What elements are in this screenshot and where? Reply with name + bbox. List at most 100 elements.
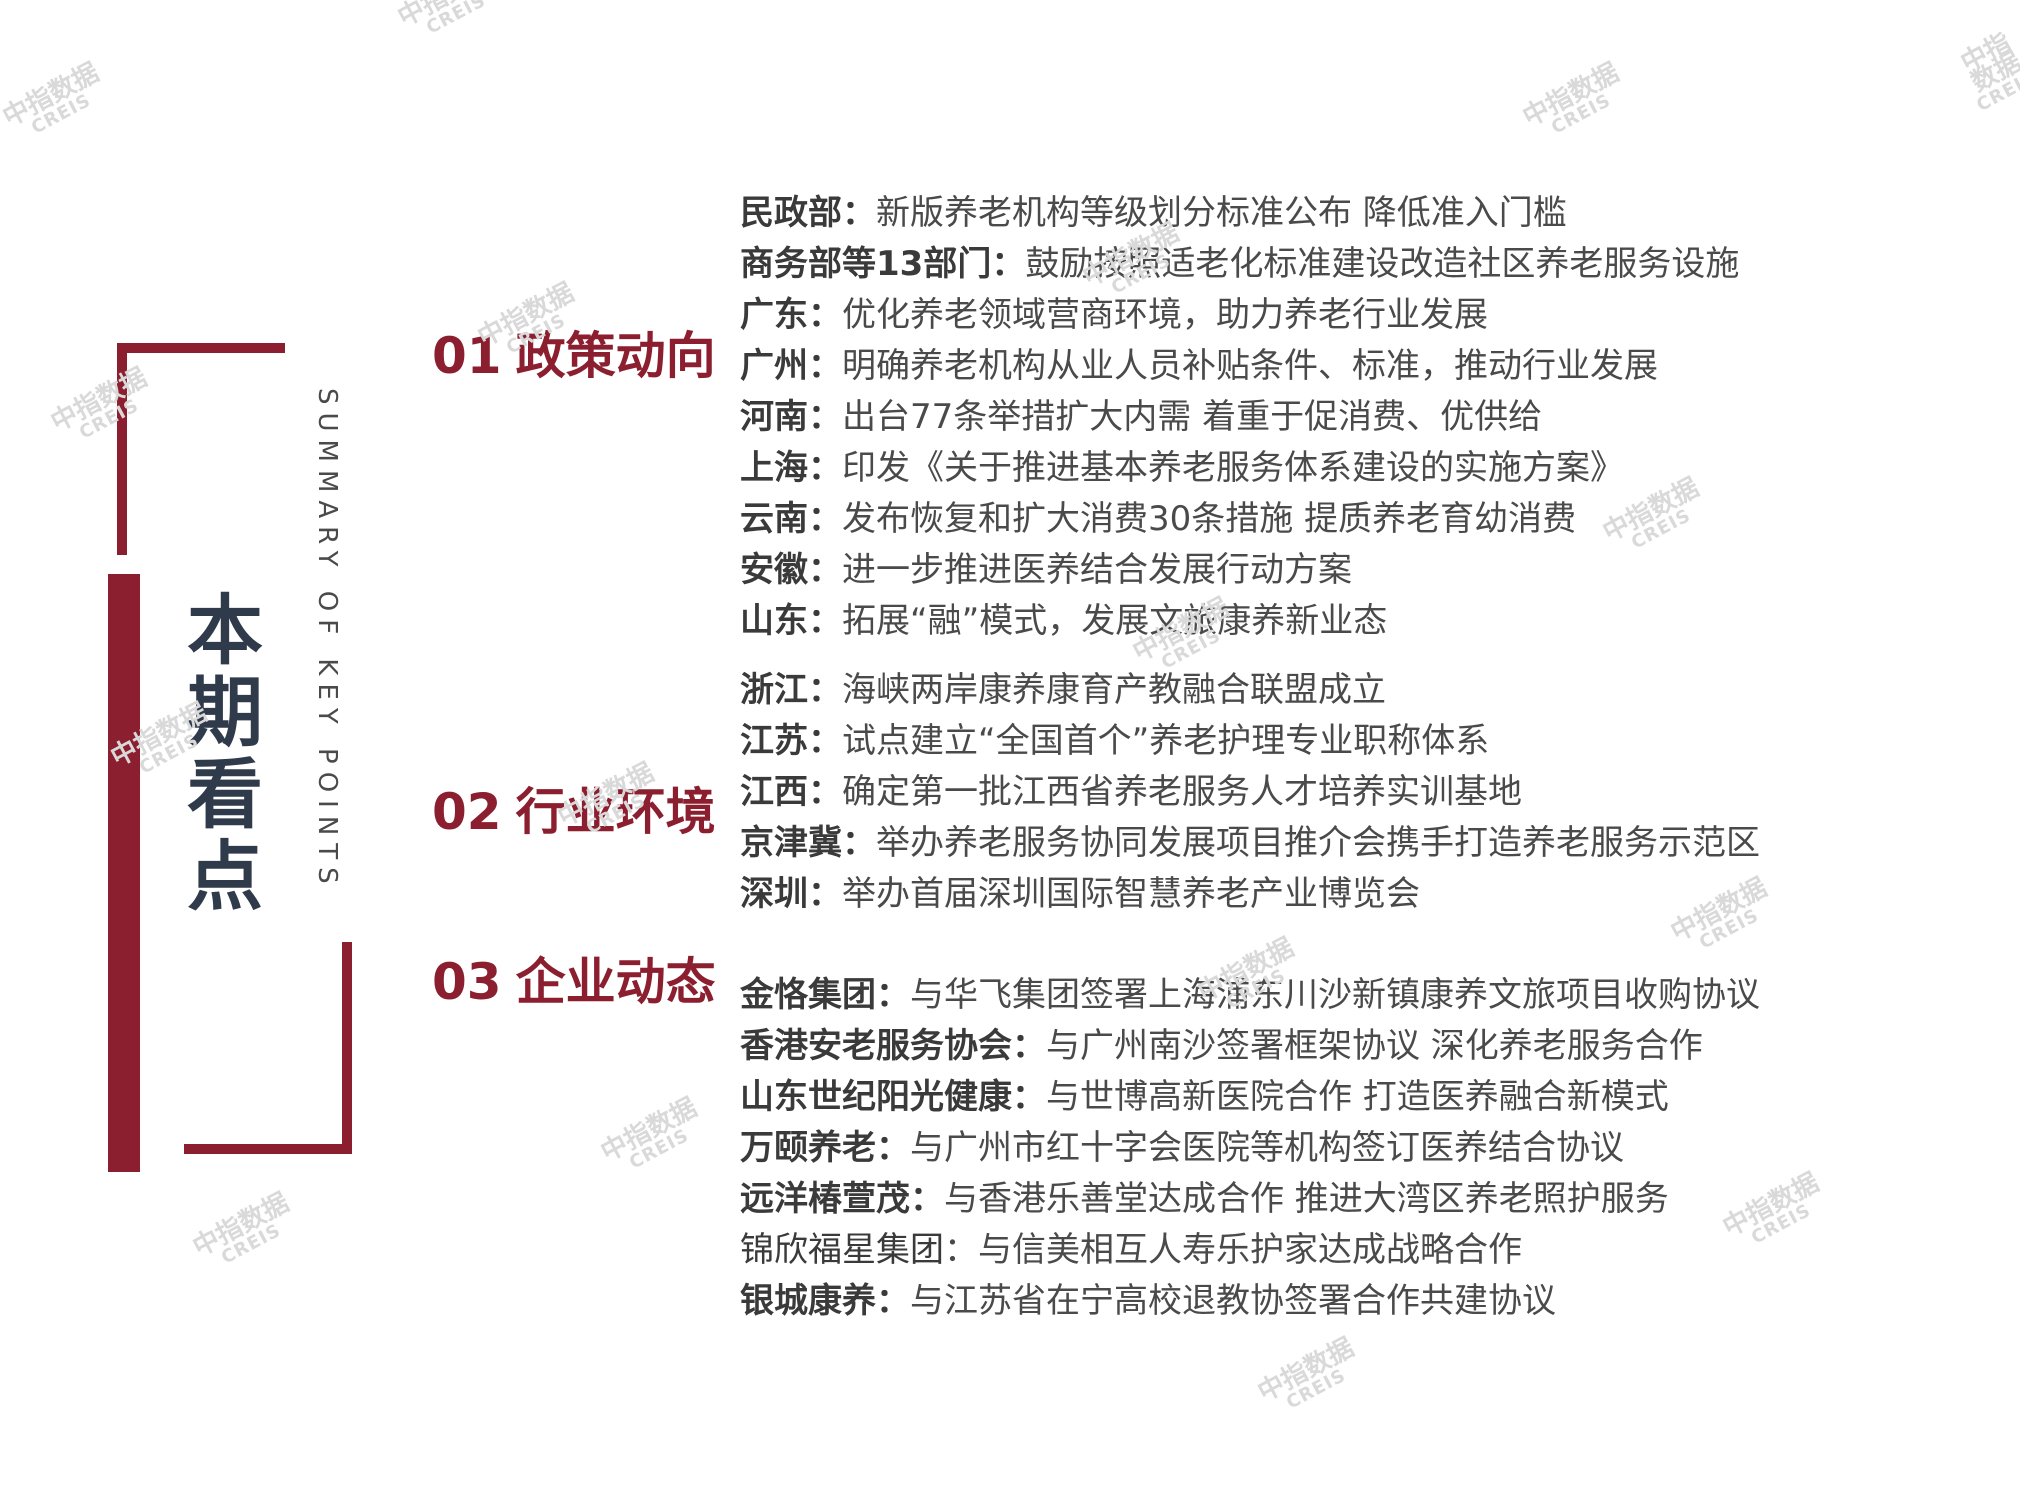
item-text: 试点建立“全国首个”养老护理专业职称体系	[842, 721, 1490, 761]
item-key: 江西	[740, 772, 808, 812]
list-item: 江西：确定第一批江西省养老服务人才培养实训基地	[740, 767, 2000, 818]
item-separator: ：	[876, 975, 910, 1015]
item-separator: ：	[808, 448, 842, 488]
section-number: 01	[432, 327, 502, 385]
item-text: 优化养老领域营商环境，助力养老行业发展	[842, 295, 1488, 335]
list-item: 上海：印发《关于推进基本养老服务体系建设的实施方案》	[740, 443, 2000, 494]
item-separator: ：	[808, 346, 842, 386]
industry-list: 浙江：海峡两岸康养康育产教融合联盟成立 江苏：试点建立“全国首个”养老护理专业职…	[740, 665, 2000, 920]
item-text: 举办首届深圳国际智慧养老产业博览会	[842, 874, 1420, 914]
section-number: 03	[432, 953, 502, 1011]
item-key: 山东世纪阳光健康	[740, 1077, 1012, 1117]
item-key: 浙江	[740, 670, 808, 710]
item-key: 香港安老服务协会	[740, 1026, 1012, 1066]
item-separator: ：	[1012, 1026, 1046, 1066]
section-title: 政策动向	[515, 327, 716, 385]
list-item: 山东：拓展“融”模式，发展文旅康养新业态	[740, 596, 2000, 647]
item-key: 广东	[740, 295, 808, 335]
list-item: 远洋椿萱茂：与香港乐善堂达成合作 推进大湾区养老照护服务	[740, 1174, 2000, 1225]
item-separator: ：	[808, 550, 842, 590]
page-title: 本 期 看 点	[185, 590, 265, 918]
item-key: 深圳	[740, 874, 808, 914]
item-key: 上海	[740, 448, 808, 488]
item-separator: ：	[808, 670, 842, 710]
item-key: 民政部	[740, 193, 842, 233]
item-separator: ：	[808, 397, 842, 437]
frame-bottom-horizontal-bar	[184, 1144, 352, 1154]
item-text: 与广州南沙签署框架协议 深化养老服务合作	[1046, 1026, 1703, 1066]
item-text: 拓展“融”模式，发展文旅康养新业态	[842, 601, 1388, 641]
list-item: 江苏：试点建立“全国首个”养老护理专业职称体系	[740, 716, 2000, 767]
list-item: 万颐养老：与广州市红十字会医院等机构签订医养结合协议	[740, 1123, 2000, 1174]
page-subtitle: SUMMARY OF KEY POINTS	[312, 388, 342, 892]
policy-list: 民政部：新版养老机构等级划分标准公布 降低准入门槛 商务部等13部门：鼓励按照适…	[740, 188, 2000, 647]
list-item: 浙江：海峡两岸康养康育产教融合联盟成立	[740, 665, 2000, 716]
item-separator: ：	[991, 244, 1026, 284]
item-text: 与广州市红十字会医院等机构签订医养结合协议	[910, 1128, 1624, 1168]
item-separator: ：	[808, 772, 842, 812]
item-key: 京津冀	[740, 823, 842, 863]
item-key: 安徽	[740, 550, 808, 590]
item-key: 金恪集团	[740, 975, 876, 1015]
item-key: 锦欣福星集团	[740, 1230, 944, 1270]
title-char: 期	[187, 668, 263, 757]
frame-thick-vertical-bar	[108, 574, 140, 1172]
list-item: 山东世纪阳光健康：与世博高新医院合作 打造医养融合新模式	[740, 1072, 2000, 1123]
enterprise-list: 金恪集团：与华飞集团签署上海浦东川沙新镇康养文旅项目收购协议 香港安老服务协会：…	[740, 970, 2000, 1327]
section-title: 行业环境	[515, 783, 716, 841]
list-item: 广州：明确养老机构从业人员补贴条件、标准，推动行业发展	[740, 341, 2000, 392]
item-text: 与江苏省在宁高校退教协签署合作共建协议	[910, 1281, 1556, 1321]
item-text: 与世博高新医院合作 打造医养融合新模式	[1046, 1077, 1669, 1117]
item-text: 与信美相互人寿乐护家达成战略合作	[978, 1230, 1522, 1270]
list-item: 金恪集团：与华飞集团签署上海浦东川沙新镇康养文旅项目收购协议	[740, 970, 2000, 1021]
frame-bottom-vertical-bar	[342, 942, 352, 1154]
item-text: 发布恢复和扩大消费30条措施 提质养老育幼消费	[842, 499, 1577, 539]
item-text: 明确养老机构从业人员补贴条件、标准，推动行业发展	[842, 346, 1658, 386]
frame-top-vertical-bar	[117, 343, 127, 555]
item-separator: ：	[808, 601, 842, 641]
list-item: 民政部：新版养老机构等级划分标准公布 降低准入门槛	[740, 188, 2000, 239]
item-text: 鼓励按照适老化标准建设改造社区养老服务设施	[1025, 244, 1740, 284]
list-item: 深圳：举办首届深圳国际智慧养老产业博览会	[740, 869, 2000, 920]
item-separator: ：	[842, 823, 876, 863]
item-text: 印发《关于推进基本养老服务体系建设的实施方案》	[842, 448, 1624, 488]
item-separator: ：	[808, 499, 842, 539]
list-item: 广东：优化养老领域营商环境，助力养老行业发展	[740, 290, 2000, 341]
item-separator: ：	[808, 874, 842, 914]
item-separator: ：	[876, 1128, 910, 1168]
title-char: 点	[187, 832, 263, 921]
item-text: 与香港乐善堂达成合作 推进大湾区养老照护服务	[944, 1179, 1669, 1219]
item-separator: ：	[808, 295, 842, 335]
item-separator: ：	[876, 1281, 910, 1321]
item-key: 银城康养	[740, 1281, 876, 1321]
item-text: 海峡两岸康养康育产教融合联盟成立	[842, 670, 1386, 710]
item-separator: ：	[808, 721, 842, 761]
item-key: 远洋椿萱茂	[740, 1179, 910, 1219]
item-text: 确定第一批江西省养老服务人才培养实训基地	[842, 772, 1522, 812]
list-item: 香港安老服务协会：与广州南沙签署框架协议 深化养老服务合作	[740, 1021, 2000, 1072]
item-text: 举办养老服务协同发展项目推介会携手打造养老服务示范区	[876, 823, 1760, 863]
list-item: 锦欣福星集团：与信美相互人寿乐护家达成战略合作	[740, 1225, 2000, 1276]
item-text: 新版养老机构等级划分标准公布 降低准入门槛	[876, 193, 1567, 233]
item-separator: ：	[944, 1230, 978, 1270]
list-item: 云南：发布恢复和扩大消费30条措施 提质养老育幼消费	[740, 494, 2000, 545]
list-item: 京津冀：举办养老服务协同发展项目推介会携手打造养老服务示范区	[740, 818, 2000, 869]
item-separator: ：	[1012, 1077, 1046, 1117]
item-key: 商务部等13部门	[740, 244, 992, 284]
item-text: 出台77条举措扩大内需 着重于促消费、优供给	[842, 397, 1543, 437]
list-item: 安徽：进一步推进医养结合发展行动方案	[740, 545, 2000, 596]
item-key: 广州	[740, 346, 808, 386]
list-item: 河南：出台77条举措扩大内需 着重于促消费、优供给	[740, 392, 2000, 443]
item-key: 河南	[740, 397, 808, 437]
